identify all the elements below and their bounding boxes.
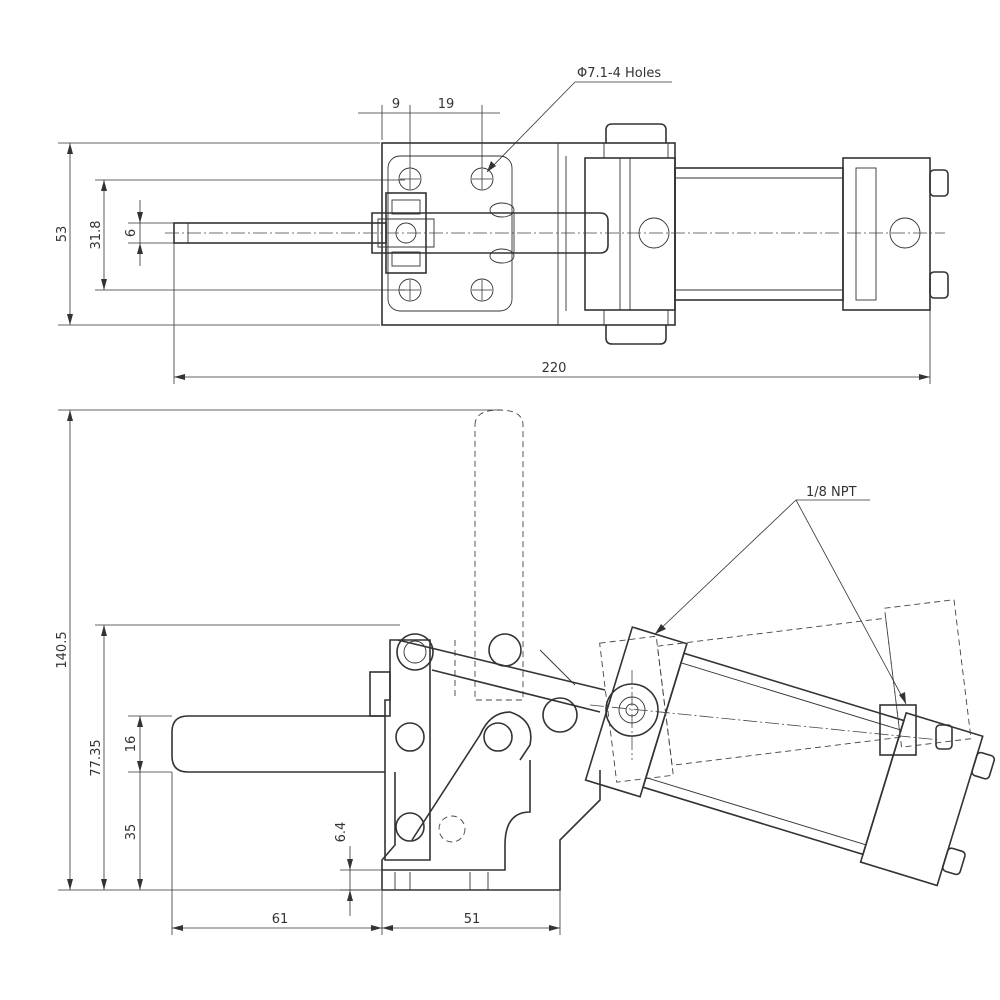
air-cylinder: [674, 167, 844, 301]
side-cylinder: [584, 626, 996, 887]
dim-19: 19: [438, 97, 455, 112]
dim-53: 53: [55, 226, 70, 243]
cylinder-endcap: [842, 157, 931, 311]
handle-open-position: [474, 409, 524, 701]
side-view: 1/8 NPT 140.5 77.35 16: [55, 409, 996, 935]
dim-16: 16: [124, 736, 139, 753]
side-dimensions: 140.5 77.35 16 35 6.4: [55, 409, 561, 935]
clamp-arm: [371, 212, 609, 254]
dim-77-35: 77.35: [89, 739, 104, 776]
top-view: 9 19 53 31.8 6: [55, 66, 949, 384]
dim-35: 35: [124, 824, 139, 841]
mounting-flange: [387, 155, 513, 312]
spindle: [171, 715, 385, 773]
dim-6-4: 6.4: [334, 822, 349, 843]
dim-6: 6: [124, 229, 139, 237]
holes-callout: Φ7.1-4 Holes: [577, 66, 661, 81]
port-fitting: [879, 704, 917, 756]
linkage-arm: [397, 639, 606, 713]
dim-51: 51: [464, 912, 481, 927]
dim-220: 220: [542, 361, 567, 376]
dim-31-8: 31.8: [89, 221, 104, 250]
mounting-holes: [398, 167, 494, 302]
npt-callout: 1/8 NPT: [806, 485, 857, 500]
dim-61: 61: [272, 912, 289, 927]
base-body: [381, 770, 601, 891]
dim-140-5: 140.5: [55, 631, 70, 668]
top-dimensions: 9 19 53 31.8 6: [55, 66, 931, 384]
lower-link: [411, 711, 532, 841]
dim-9: 9: [392, 97, 400, 112]
rod-guide: [369, 671, 391, 717]
